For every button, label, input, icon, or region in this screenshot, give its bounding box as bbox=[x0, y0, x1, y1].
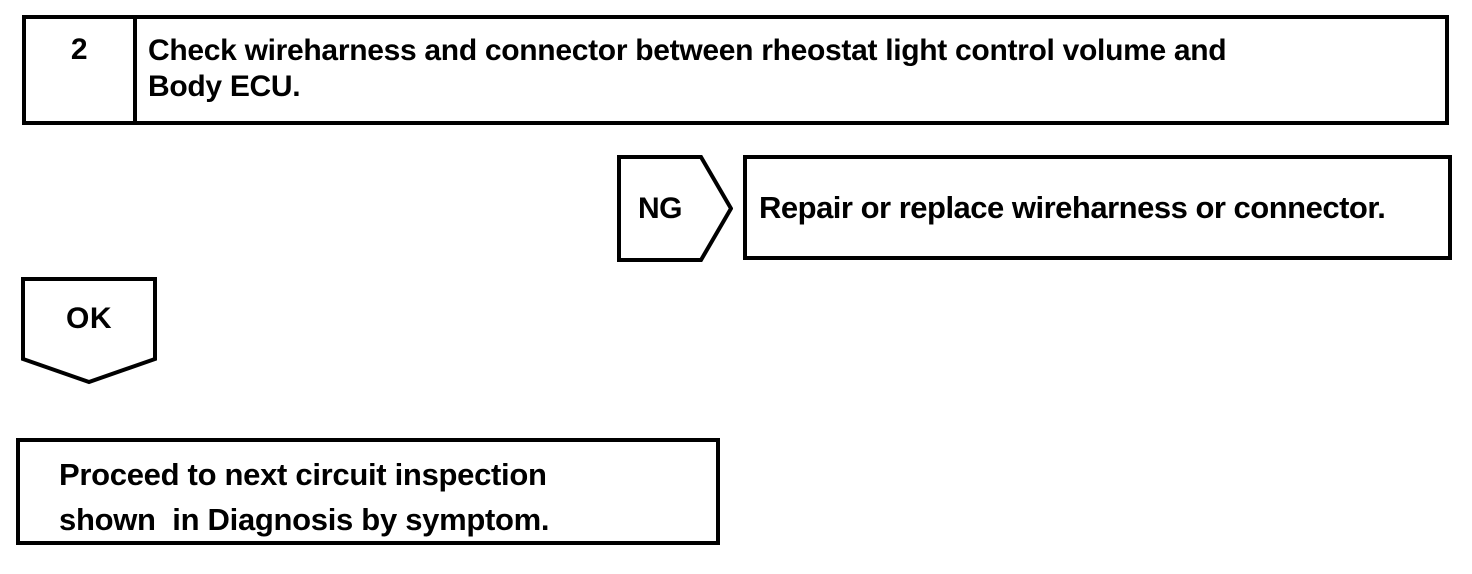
ok-arrow-shape bbox=[21, 277, 157, 385]
ng-result-text: Repair or replace wireharness or connect… bbox=[759, 189, 1386, 225]
ng-arrow-shape bbox=[617, 155, 733, 262]
ng-label: NG bbox=[638, 191, 683, 225]
ok-label: OK bbox=[66, 301, 112, 335]
ok-result-line-2: shown in Diagnosis by symptom. bbox=[59, 502, 550, 537]
step-box: 2 Check wireharness and connector betwee… bbox=[22, 15, 1449, 125]
step-instruction-line-2: Body ECU. bbox=[148, 70, 301, 103]
step-number: 2 bbox=[26, 19, 137, 121]
step-instruction: Check wireharness and connector between … bbox=[137, 19, 1445, 121]
ng-result-box: Repair or replace wireharness or connect… bbox=[743, 155, 1452, 260]
step-instruction-line-1: Check wireharness and connector between … bbox=[148, 34, 1227, 67]
ok-result-line-1: Proceed to next circuit inspection bbox=[59, 457, 547, 492]
ok-result-box: Proceed to next circuit inspection shown… bbox=[16, 438, 720, 545]
ok-connector: OK bbox=[21, 277, 157, 385]
ng-connector: NG bbox=[617, 155, 733, 262]
